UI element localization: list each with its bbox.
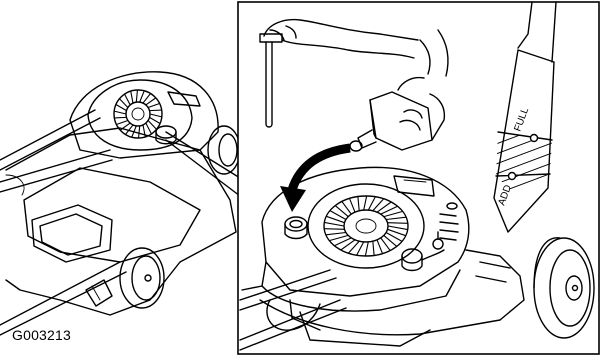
recoil-fin: [131, 91, 133, 103]
recoil-fin: [120, 99, 128, 108]
wheel-front-overview: [120, 248, 164, 308]
recoil-fin: [116, 120, 128, 124]
recoil-fin: [150, 117, 161, 123]
recoil-fin: [143, 94, 151, 104]
recoil-fin: [148, 104, 160, 108]
recoil-fin: [139, 126, 140, 138]
add-mark: [509, 173, 516, 180]
recoil-fin: [140, 91, 145, 102]
recoil-fin: [116, 105, 127, 111]
recoil-fin: [324, 229, 344, 230]
wheel-rear-overview: [208, 126, 240, 174]
recoil-fin: [125, 94, 131, 105]
figure-code: G003213: [12, 327, 71, 343]
recoil-fin: [150, 110, 162, 111]
recoil-fin: [136, 90, 137, 102]
recoil-fin: [388, 223, 408, 224]
recoil-fin: [114, 117, 126, 118]
recoil-cover-overview: [114, 90, 162, 138]
recoil-fin: [114, 111, 126, 114]
recoil-fin: [150, 114, 162, 117]
full-mark: [531, 135, 538, 142]
recoil-fin: [146, 98, 156, 105]
recoil-fin: [146, 123, 152, 134]
recoil-fin: [148, 120, 156, 129]
overview-mower: [0, 72, 240, 335]
